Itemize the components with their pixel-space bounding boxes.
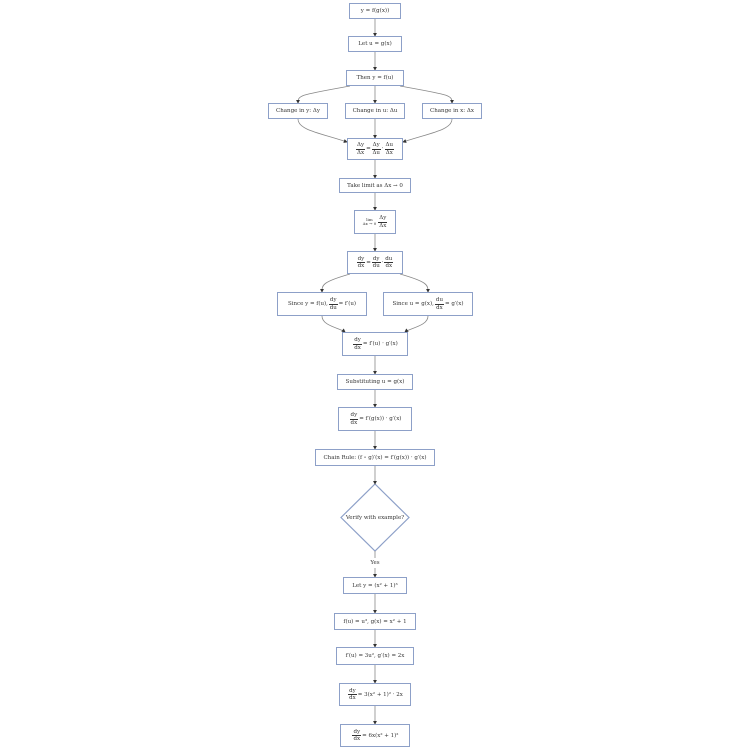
numerator: dy: [352, 728, 362, 736]
denominator: dx: [385, 263, 393, 269]
numerator: dy: [348, 687, 357, 695]
node-text: Since y = f(u),: [287, 301, 328, 307]
numerator: dy: [328, 297, 338, 305]
node-text: Since u = g(x),: [392, 301, 434, 307]
node-text: Then y = f(u): [356, 75, 394, 81]
edge-label-yes: Yes: [370, 560, 380, 566]
numerator: Δy: [355, 142, 366, 150]
node-text: f(u) = u³, g(x) = x² + 1: [343, 618, 407, 625]
node-text: = f′(g(x)) · g′(x): [359, 416, 402, 422]
denominator: dx: [349, 695, 356, 701]
numerator: Δy: [371, 142, 381, 150]
node-text: ·: [381, 259, 384, 266]
flow-node: Change in y: Δy: [268, 103, 328, 119]
denominator: Δx: [356, 149, 365, 156]
numerator: dy: [371, 255, 381, 263]
node-text: = 3(x² + 1)² · 2x: [357, 691, 403, 698]
numerator: lim: [366, 216, 373, 222]
flow-node: Let y = (x² + 1)³: [343, 577, 407, 594]
flow-node: Then y = f(u): [346, 70, 404, 86]
denominator: dx: [357, 263, 365, 269]
flow-node: Substituting u = g(x): [337, 374, 413, 390]
node-text: = f′(u) · g′(x): [362, 341, 398, 347]
node-text: Chain Rule: (f ∘ g)′(x) = f′(g(x)) · g′(…: [323, 454, 427, 461]
flow-node: Change in x: Δx: [422, 103, 482, 119]
denominator: dx: [354, 344, 361, 351]
denominator: Δx: [385, 149, 393, 156]
flow-node: Let u = g(x): [348, 36, 402, 52]
denominator: dx: [350, 419, 358, 426]
node-text: ·: [381, 146, 384, 152]
node-text: Substituting u = g(x): [345, 379, 405, 385]
edge-arrow: [296, 85, 351, 104]
node-text: Let u = g(x): [358, 41, 392, 47]
node-text: Change in x: Δx: [430, 108, 474, 114]
edge-arrow: [399, 85, 454, 104]
numerator: Δy: [378, 215, 388, 223]
edge-arrow: [297, 118, 348, 143]
numerator: du: [384, 255, 394, 263]
edge-arrow: [404, 315, 429, 333]
denominator: Δx → 0: [362, 221, 377, 226]
numerator: dy: [349, 412, 359, 420]
node-text: Take limit as Δx → 0: [347, 182, 403, 189]
node-text: Let y = (x² + 1)³: [352, 582, 398, 589]
denominator: Δu: [372, 149, 380, 156]
node-text: = 6x(x² + 1)²: [362, 732, 399, 739]
node-text: = g′(x): [445, 301, 464, 307]
denominator: du: [329, 304, 337, 311]
denominator: du: [372, 263, 380, 269]
denominator: dx: [353, 736, 361, 742]
flow-node: Change in u: Δu: [345, 103, 405, 119]
edge-arrow: [321, 315, 346, 333]
denominator: Δx: [379, 222, 387, 229]
node-text: Verify with example?: [345, 514, 405, 521]
node-text: = f′(u): [338, 301, 357, 307]
node-text: y = f(g(x)): [360, 8, 390, 14]
node-text: f′(u) = 3u², g′(x) = 2x: [345, 653, 405, 659]
decision-node: Verify with example?: [341, 484, 409, 551]
numerator: dy: [356, 255, 366, 263]
flow-node: f′(u) = 3u², g′(x) = 2x: [336, 647, 414, 665]
flow-node: Take limit as Δx → 0: [339, 178, 411, 193]
node-text: Change in u: Δu: [352, 108, 398, 114]
edge-arrow: [320, 273, 351, 293]
denominator: dx: [436, 304, 443, 311]
flow-node: y = f(g(x)): [349, 3, 401, 19]
node-text: =: [366, 146, 371, 152]
edge-arrow: [402, 118, 453, 143]
numerator: dy: [353, 337, 362, 345]
flow-node: f(u) = u³, g(x) = x² + 1: [334, 613, 416, 630]
node-text: Change in y: Δy: [276, 108, 320, 114]
numerator: du: [434, 297, 444, 305]
flow-node: Chain Rule: (f ∘ g)′(x) = f′(g(x)) · g′(…: [315, 449, 435, 466]
edge-arrow: [399, 273, 430, 293]
node-text: =: [366, 259, 371, 266]
numerator: Δu: [384, 142, 395, 150]
